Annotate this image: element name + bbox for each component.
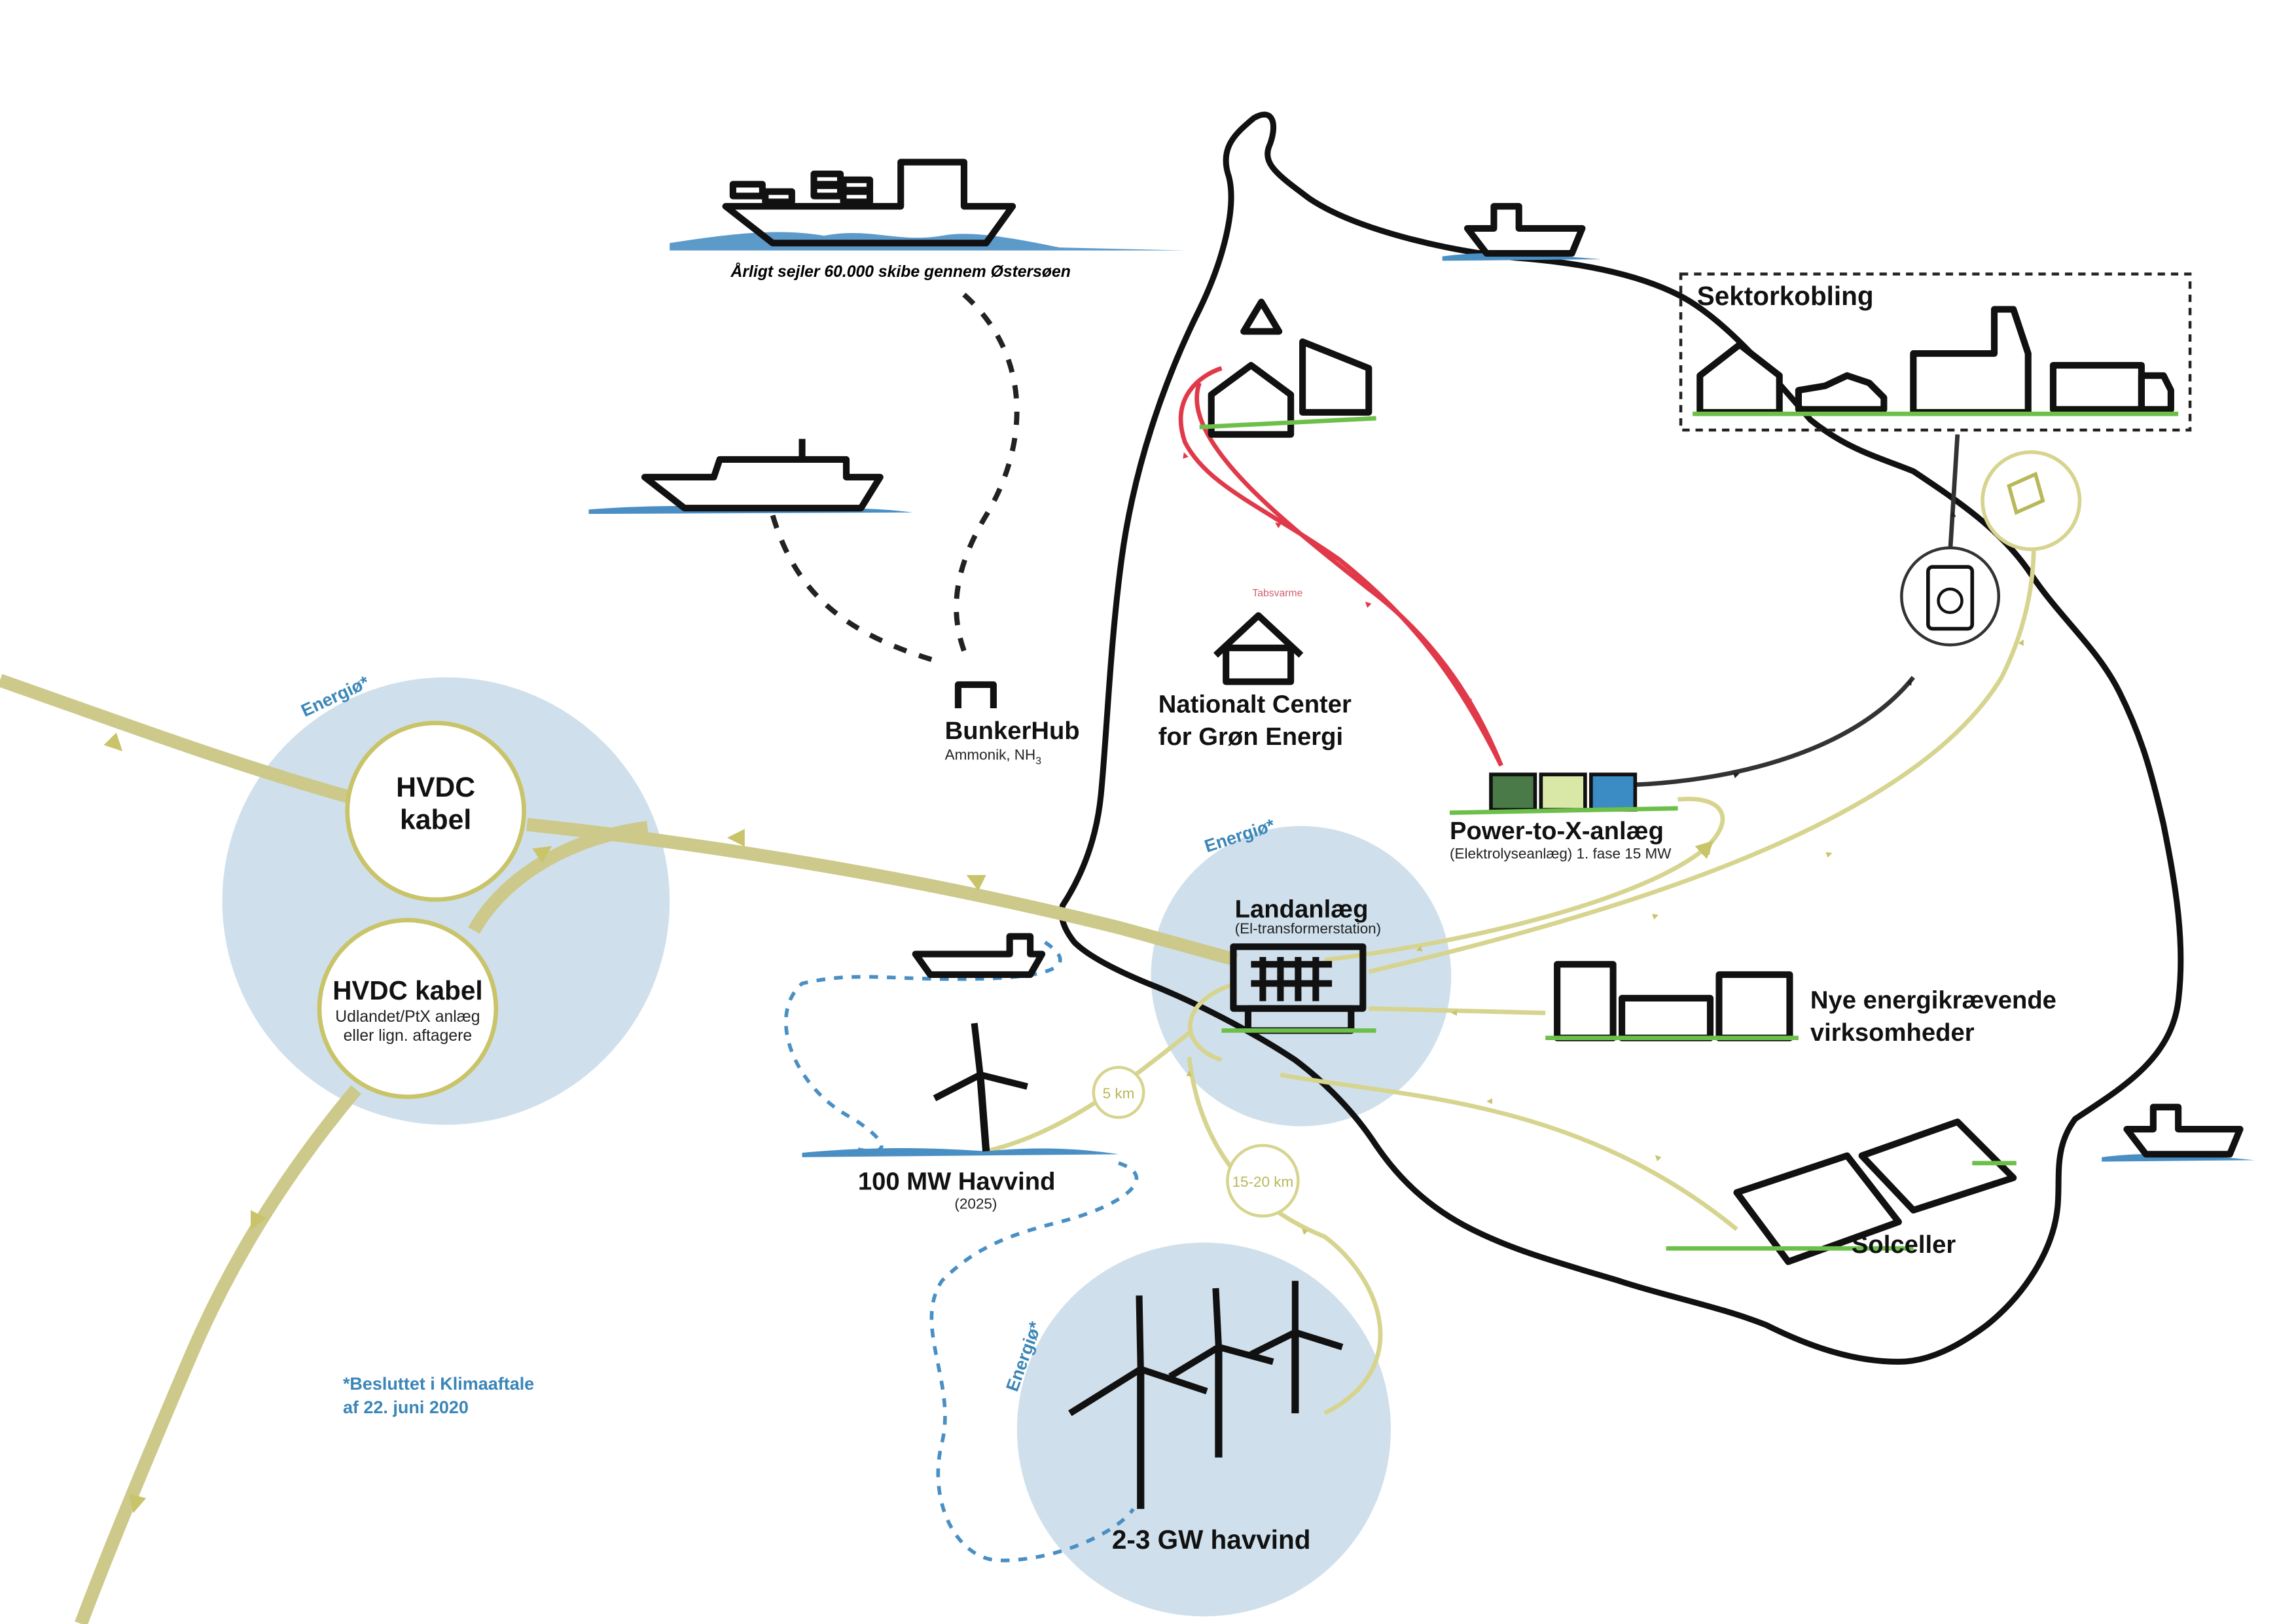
heat-line [1178,366,1503,767]
distance-15-label: 15-20 km [1232,1174,1294,1190]
hvdc-line-southwest [75,1085,361,1624]
house-cluster-icon [1199,298,1376,438]
link-100mw [985,1028,1194,1154]
hvdc-line-main [0,674,355,804]
fishing-boat-icon [1442,203,1602,261]
bunkerhub-title: BunkerHub [945,717,1080,745]
dashed-route-1 [954,293,1020,664]
link-sector [1368,507,2036,974]
landanlaeg-title: Landanlæg [1235,895,1369,923]
ptx-plant-icon [1449,772,1678,815]
hvdc-line-to-landanlaeg [526,818,1238,967]
ships-text: Årligt sejler 60.000 skibe gennem Østers… [730,263,1071,281]
havvind-100-sub: (2025) [954,1196,997,1212]
hvdc-node-2 [317,918,499,1099]
bunkerhub-icon [954,681,997,708]
hvdc-2-sub2: eller lign. aftagere [344,1027,472,1045]
dashed-route-2 [770,514,943,666]
link-gw [1187,1056,1383,1416]
ferry-icon [588,439,913,514]
fuel-to-sector [1948,434,1960,552]
solceller-label: Solceller [1852,1231,1956,1259]
solar-panel-icon [1666,1118,2017,1265]
truck-icon [2049,361,2174,413]
sea-route-2 [929,1161,1138,1562]
ptx-title: Power-to-X-anlæg [1450,817,1664,845]
havvind-gw-label: 2-3 GW havvind [1112,1525,1311,1555]
car-icon [1795,372,1888,413]
heat-line-2 [1194,382,1503,767]
link-nye [1369,1006,1546,1015]
distance-5-circle [1092,1066,1145,1119]
hvdc-node-1 [345,721,526,902]
footnote-line-2: af 22. juni 2020 [343,1398,469,1417]
sea-route-1 [784,941,1062,1153]
hvdc-line-second [468,821,649,934]
transformer-icon [1221,943,1376,1034]
distance-5-label: 5 km [1103,1085,1135,1102]
factory-icon [1910,306,2032,416]
footnote-line-1: *Besluttet i Klimaaftale [343,1374,534,1394]
fuel-can-icon [1900,546,2001,647]
national-center-icon [1213,612,1304,685]
sektorkobling-title: Sektorkobling [1697,281,1874,311]
distance-15-circle [1226,1144,1300,1218]
fishing-boat-icon-3 [912,933,1046,979]
sektor-house-icon [1696,341,1783,416]
hvdc-2-sub1: Udlandet/PtX anlæg [335,1008,480,1026]
wind-turbines-gw-icon [1068,1280,1344,1509]
energio-circle-gw [1016,1242,1391,1617]
national-center-label-1: Nationalt Center [1158,691,1352,719]
link-sol [1280,1072,1738,1231]
national-center-label-2: for Grøn Energi [1158,723,1343,751]
industrial-buildings-icon [1545,961,1799,1041]
container-ship-icon [670,158,1185,251]
hvdc-1-line2: kabel [400,804,471,835]
nye-label-2: virksomheder [1810,1019,1975,1047]
link-ptx [1324,797,1725,962]
landanlaeg-sub: (El-transformerstation) [1235,920,1382,937]
hvdc-1-line1: HVDC [396,772,475,803]
link-loop [1188,981,1237,1062]
havvind-100-title: 100 MW Havvind [858,1167,1056,1195]
island-outline [1058,111,2184,1365]
wind-turbine-icon [802,1022,1119,1157]
hvdc-2-title: HVDC kabel [332,975,482,1005]
ptx-sub: (Elektrolyseanlæg) 1. fase 15 MW [1450,845,1672,861]
bunkerhub-sub: Ammonik, NH3 [945,747,1042,767]
tabsvarme-label: Tabsvarme [1252,588,1302,599]
fishing-boat-icon-2 [2102,1104,2255,1162]
sektorkobling-box [1679,272,2192,432]
ptx-to-fuel [1633,676,1915,787]
plug-icon [1981,450,2082,551]
nye-label-1: Nye energikrævende [1810,986,2056,1015]
